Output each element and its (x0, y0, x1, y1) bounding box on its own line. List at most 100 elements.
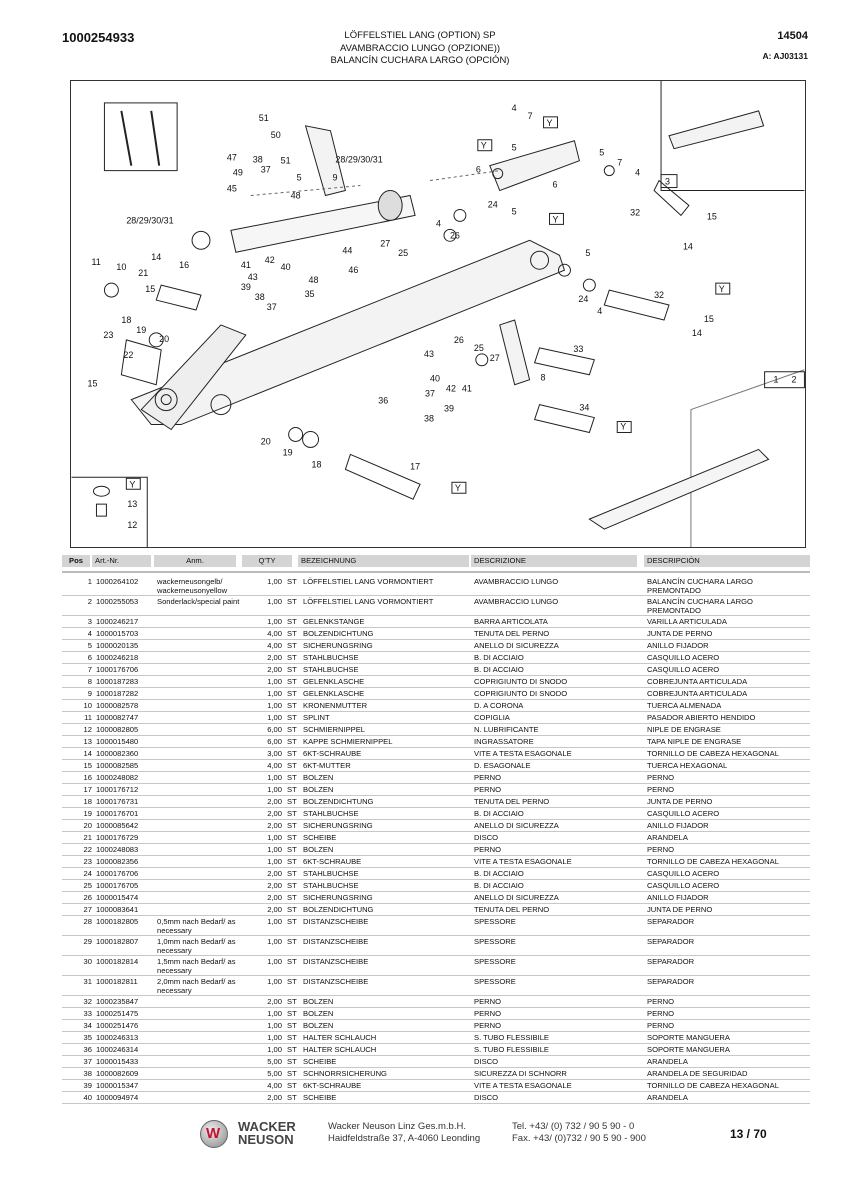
cell-ita: DISCO (474, 1093, 499, 1102)
cell-pos: 27 (83, 905, 92, 914)
cell-qty: 1,00 (267, 845, 282, 854)
cell-qty: 1,00 (267, 917, 282, 926)
cell-esp: JUNTA DE PERNO (647, 905, 713, 914)
cell-qty: 2,00 (267, 1093, 282, 1102)
cell-bez: HALTER SCHLAUCH (303, 1033, 377, 1042)
cell-bez: SICHERUNGSRING (303, 893, 373, 902)
cell-pos: 6 (87, 653, 92, 662)
cell-art: 1000235847 (96, 997, 139, 1006)
cell-qty: 1,00 (267, 773, 282, 782)
cell-ita: AVAMBRACCIO LUNGO (474, 577, 559, 586)
cell-esp: SEPARADOR (647, 957, 695, 966)
callout-label: 10 (116, 262, 126, 272)
cell-pos: 30 (83, 957, 92, 966)
callout-label: 7 (528, 111, 533, 121)
callout-label: 20 (159, 334, 169, 344)
cell-qty: 2,00 (267, 809, 282, 818)
cell-bez: BOLZENDICHTUNG (303, 629, 374, 638)
cell-unit: ST (287, 689, 297, 698)
company-address: Wacker Neuson Linz Ges.m.b.H. Haidfeldst… (328, 1121, 480, 1145)
cell-qty: 5,00 (267, 1069, 282, 1078)
callout-label: 34 (579, 403, 589, 413)
cell-pos: 40 (83, 1093, 92, 1102)
cell-bez: SCHMIERNIPPEL (303, 725, 366, 734)
cell-ita: ANELLO DI SICUREZZA (474, 821, 559, 830)
callout-label: 13 (127, 499, 137, 509)
callout-label: 14 (683, 241, 693, 251)
cell-unit: ST (287, 957, 297, 966)
cell-pos: 28 (83, 917, 92, 926)
title-es: BALANCÍN CUCHARA LARGO (OPCIÓN) (330, 55, 510, 66)
cell-ita: PERNO (474, 845, 502, 854)
cell-ita: PERNO (474, 785, 502, 794)
cell-art: 1000094974 (96, 1093, 139, 1102)
cell-bez: GELENKLASCHE (303, 689, 365, 698)
cell-art: 1000251475 (96, 1009, 139, 1018)
cell-bez: BOLZENDICHTUNG (303, 797, 374, 806)
cell-unit: ST (287, 597, 297, 606)
cell-unit: ST (287, 809, 297, 818)
cell-qty: 1,00 (267, 689, 282, 698)
header-descrizione: DESCRIZIONE (471, 555, 637, 567)
cell-ita: S. TUBO FLESSIBILE (474, 1033, 549, 1042)
cell-unit: ST (287, 641, 297, 650)
callout-label: 9 (332, 173, 337, 183)
callout-label: 19 (136, 325, 146, 335)
callout-label: 46 (348, 265, 358, 275)
callout-label: 41 (241, 260, 251, 270)
cell-ita: AVAMBRACCIO LUNGO (474, 597, 559, 606)
cell-pos: 37 (83, 1057, 92, 1066)
cell-esp: VARILLA ARTICULADA (647, 617, 727, 626)
cell-anm: 0,5mm nach Bedarf/ as necessary (157, 917, 236, 935)
cell-bez: SICHERUNGSRING (303, 821, 373, 830)
cell-ita: B. DI ACCIAIO (474, 809, 524, 818)
cell-pos: 4 (87, 629, 92, 638)
page-id: 14504 (777, 30, 808, 42)
cell-bez: GELENKLASCHE (303, 677, 365, 686)
cell-esp: ARANDELA (647, 1057, 688, 1066)
cell-qty: 2,00 (267, 821, 282, 830)
wacker-neuson-logo-icon: W (200, 1120, 228, 1148)
title-it: AVAMBRACCIO LUNGO (OPZIONE)) (339, 42, 501, 54)
callout-label: 4 (436, 218, 441, 228)
cell-anm: 1,5mm nach Bedarf/ as necessary (157, 957, 236, 975)
brand-line-2: NEUSON (238, 1132, 294, 1147)
callout-label: 1 (774, 375, 779, 385)
cell-bez: SCHEIBE (303, 1057, 337, 1066)
callout-label: 26 (454, 335, 464, 345)
cell-esp: CASQUILLO ACERO (647, 665, 720, 674)
cell-pos: 33 (83, 1009, 92, 1018)
document-number: 1000254933 (62, 30, 135, 45)
cell-art: 1000015347 (96, 1081, 139, 1090)
cell-ita: DISCO (474, 833, 499, 842)
header-anm: Anm. (154, 555, 236, 567)
cell-bez: DISTANZSCHEIBE (303, 977, 369, 986)
cell-pos: 20 (83, 821, 92, 830)
cell-art: 1000082805 (96, 725, 139, 734)
cell-esp: CASQUILLO ACERO (647, 869, 720, 878)
callout-label: 14 (692, 328, 702, 338)
cell-bez: BOLZEN (303, 845, 334, 854)
cell-unit: ST (287, 1057, 297, 1066)
cell-ita: ANELLO DI SICUREZZA (474, 641, 559, 650)
cell-ita: D. A CORONA (474, 701, 524, 710)
cell-qty: 2,00 (267, 881, 282, 890)
header-bezeichnung: BEZEICHNUNG (298, 555, 469, 567)
cell-ita: SPESSORE (474, 917, 516, 926)
cell-unit: ST (287, 997, 297, 1006)
cell-art: 1000082356 (96, 857, 139, 866)
callout-label: 15 (88, 379, 98, 389)
callout-label: Y (455, 483, 461, 493)
cell-unit: ST (287, 1009, 297, 1018)
cell-bez: KAPPE SCHMIERNIPPEL (303, 737, 393, 746)
cell-pos: 22 (83, 845, 92, 854)
